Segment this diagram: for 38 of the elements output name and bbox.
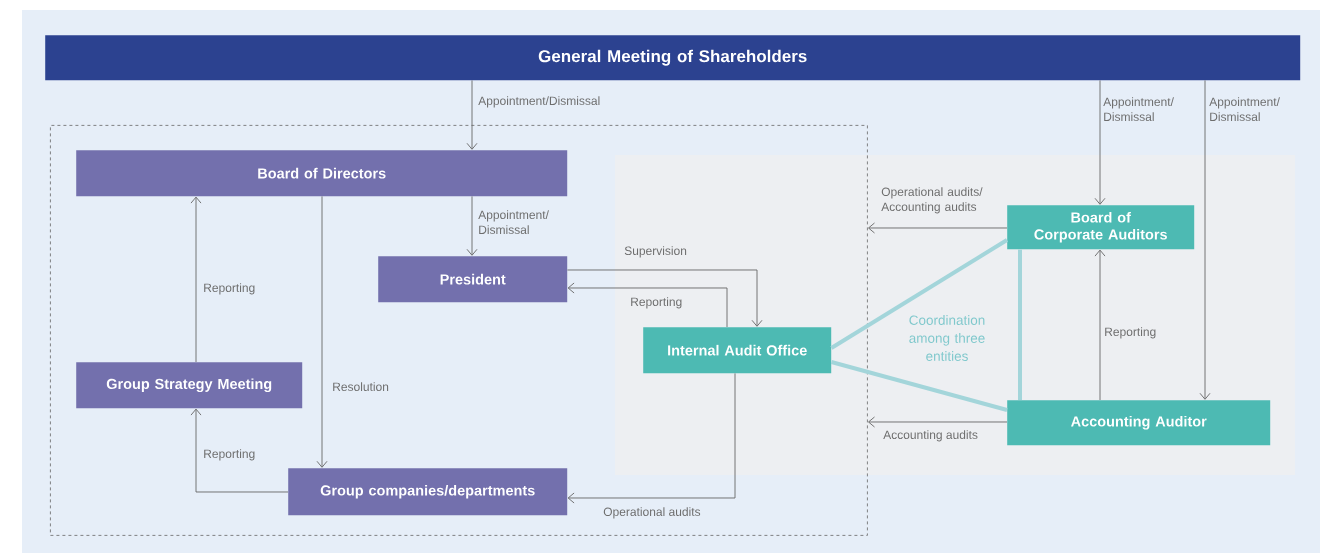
- edge-label: Appointment/ Dismissal: [478, 210, 549, 234]
- arrow: [566, 269, 763, 327]
- arrow: [190, 408, 289, 493]
- edge-label: Supervision: [624, 246, 687, 258]
- arrow: [868, 222, 1008, 234]
- edge-label: Reporting: [631, 297, 682, 309]
- header-bar: General Meeting of Shareholders: [45, 35, 1301, 81]
- edge-label: Reporting: [204, 449, 255, 461]
- connector-line: [830, 238, 1009, 350]
- arrow: [567, 372, 736, 504]
- edge-label: Appointment/ Dismissal: [1103, 97, 1174, 121]
- arrow: [1094, 79, 1106, 205]
- process-box: Group Strategy Meeting: [76, 362, 303, 409]
- edge-label: Resolution: [333, 382, 389, 391]
- note-label: Coordination among three entities: [909, 315, 985, 361]
- arrow: [1094, 249, 1106, 401]
- connector-line: [1018, 249, 1022, 400]
- edge-label: Operational audits: [603, 507, 701, 519]
- edge-label: Reporting: [204, 283, 255, 295]
- arrow: [466, 79, 478, 150]
- arrow: [466, 195, 478, 256]
- process-box: Board of Corporate Auditors: [1007, 205, 1195, 250]
- arrow: [316, 195, 328, 468]
- arrow: [190, 196, 202, 363]
- edge-label: Appointment/ Dismissal: [1209, 97, 1280, 121]
- arrow: [868, 416, 1008, 428]
- edge-label: Appointment/Dismissal: [478, 96, 600, 108]
- arrow: [567, 282, 728, 328]
- connector-line: [830, 360, 1008, 412]
- process-box: Board of Directors: [76, 150, 568, 197]
- process-box: Group companies/departments: [288, 468, 568, 516]
- arrow: [1199, 79, 1211, 400]
- process-box: Accounting Auditor: [1007, 400, 1271, 446]
- edge-label: Operational audits/ Accounting audits: [881, 187, 983, 214]
- process-box: Internal Audit Office: [643, 327, 832, 374]
- process-box: President: [378, 256, 568, 303]
- edge-label: Accounting audits: [883, 430, 978, 442]
- edge-label: Reporting: [1105, 327, 1156, 339]
